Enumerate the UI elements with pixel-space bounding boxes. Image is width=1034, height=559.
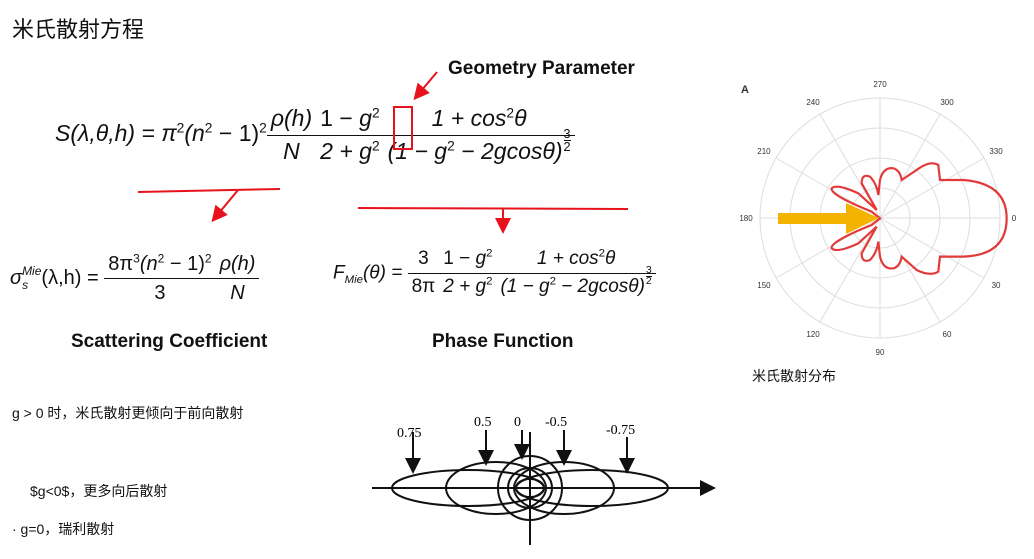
- angle-label: 0: [1012, 214, 1017, 223]
- angle-label: 30: [992, 281, 1001, 290]
- underline-coefficient: [137, 188, 281, 193]
- arrow-to-g: [413, 71, 438, 101]
- geometry-parameter-highlight-box: [393, 106, 413, 150]
- angle-label: 120: [806, 330, 820, 339]
- phase-function-subscript: Mie: [344, 274, 363, 287]
- note-rayleigh: · g=0，瑞利散射: [12, 521, 115, 537]
- polar-spoke: [879, 157, 985, 219]
- geometry-parameter-label: Geometry Parameter: [448, 58, 635, 79]
- g-label: 0.75: [397, 426, 422, 441]
- angle-label: 330: [989, 147, 1003, 156]
- angle-label: 90: [876, 348, 885, 357]
- angle-label: 150: [757, 281, 771, 290]
- arrow-to-coefficient: [211, 189, 239, 223]
- phase-function-label: Phase Function: [432, 331, 574, 352]
- polar-caption: 米氏散射分布: [752, 368, 836, 384]
- polar-spoke: [879, 113, 941, 219]
- g-label: -0.75: [606, 423, 635, 438]
- angle-label: 180: [739, 214, 753, 223]
- angle-label: 240: [806, 98, 820, 107]
- note-forward: g > 0 时，米氏散射更倾向于前向散射: [12, 405, 244, 421]
- angle-label: 300: [940, 98, 954, 107]
- ellipse-g-0.5: [445, 461, 547, 515]
- g-label: 0: [514, 415, 521, 430]
- polar-spoke: [879, 217, 985, 279]
- polar-spoke: [819, 113, 881, 219]
- slide-title: 米氏散射方程: [12, 17, 145, 42]
- scattering-coefficient-label: Scattering Coefficient: [71, 331, 268, 352]
- underline-phase: [357, 207, 629, 210]
- polar-spoke: [879, 217, 941, 323]
- note-backward: $g<0$，更多向后散射: [30, 483, 168, 499]
- g-label: 0.5: [474, 415, 492, 430]
- angle-label: 210: [757, 147, 771, 156]
- angle-label: 270: [873, 80, 887, 89]
- g-label: -0.5: [545, 415, 567, 430]
- scattering-lobe-curve: [832, 163, 1007, 273]
- incident-light-arrow-icon: [778, 203, 879, 234]
- circle-g-0: [497, 455, 563, 521]
- angle-label: 60: [943, 330, 952, 339]
- polar-spoke: [819, 217, 881, 323]
- panel-label: A: [741, 84, 749, 96]
